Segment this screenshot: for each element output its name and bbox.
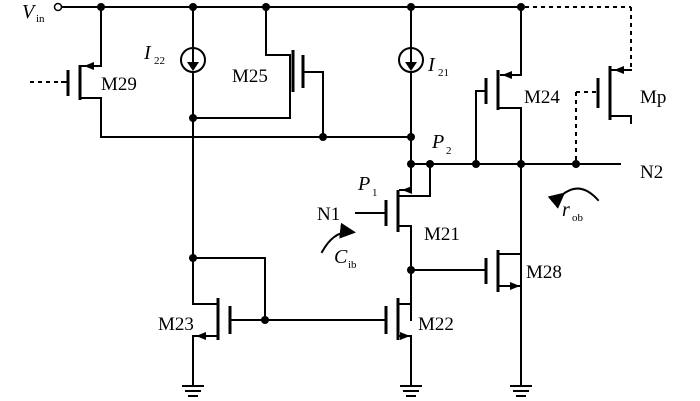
p2-label: P 2 xyxy=(431,131,452,157)
ground-icon xyxy=(182,385,204,397)
mp-transistor xyxy=(575,66,632,164)
svg-text:V: V xyxy=(22,1,37,23)
cib-label: C ib xyxy=(334,246,357,271)
vin-label: V in xyxy=(22,1,45,25)
ground-icon xyxy=(510,385,532,397)
i21-current-source xyxy=(398,6,424,181)
cib-arrow-icon xyxy=(320,222,356,254)
m29-transistor xyxy=(30,6,102,138)
i21-label: I 21 xyxy=(427,54,449,79)
m25-label: M25 xyxy=(232,66,268,87)
svg-text:P: P xyxy=(357,173,370,195)
m29-label: M29 xyxy=(101,74,137,95)
n2-label: N2 xyxy=(640,162,663,183)
m24-transistor xyxy=(475,6,522,386)
rob-arrow-icon xyxy=(547,187,600,209)
svg-text:21: 21 xyxy=(438,67,449,79)
m24-label: M24 xyxy=(524,87,560,108)
mp-label: Mp xyxy=(640,87,666,108)
node-dot-icon xyxy=(97,3,580,324)
ground-icon xyxy=(400,385,422,397)
rob-label: r ob xyxy=(562,199,584,224)
i22-current-source xyxy=(180,6,206,261)
svg-text:I: I xyxy=(427,54,436,76)
m25-transistor xyxy=(192,6,324,138)
p1-label: P 1 xyxy=(357,173,378,199)
svg-text:ob: ob xyxy=(572,212,584,224)
svg-text:in: in xyxy=(36,13,45,25)
svg-text:ib: ib xyxy=(348,259,357,271)
svg-text:1: 1 xyxy=(372,187,378,199)
m22-transistor xyxy=(384,298,412,386)
m21-label: M21 xyxy=(424,224,460,245)
svg-text:C: C xyxy=(334,246,348,268)
m28-label: M28 xyxy=(526,262,562,283)
svg-text:I: I xyxy=(143,42,152,64)
svg-text:22: 22 xyxy=(154,55,165,67)
m28-transistor xyxy=(410,250,522,292)
svg-text:r: r xyxy=(562,199,570,221)
m23-transistor xyxy=(192,257,387,386)
svg-text:P: P xyxy=(431,131,444,153)
svg-text:2: 2 xyxy=(446,145,452,157)
i22-label: I 22 xyxy=(143,42,165,67)
n1-label: N1 xyxy=(317,204,340,225)
m22-label: M22 xyxy=(418,314,454,335)
m23-label: M23 xyxy=(158,314,194,335)
vin-supply-rail xyxy=(53,2,632,70)
